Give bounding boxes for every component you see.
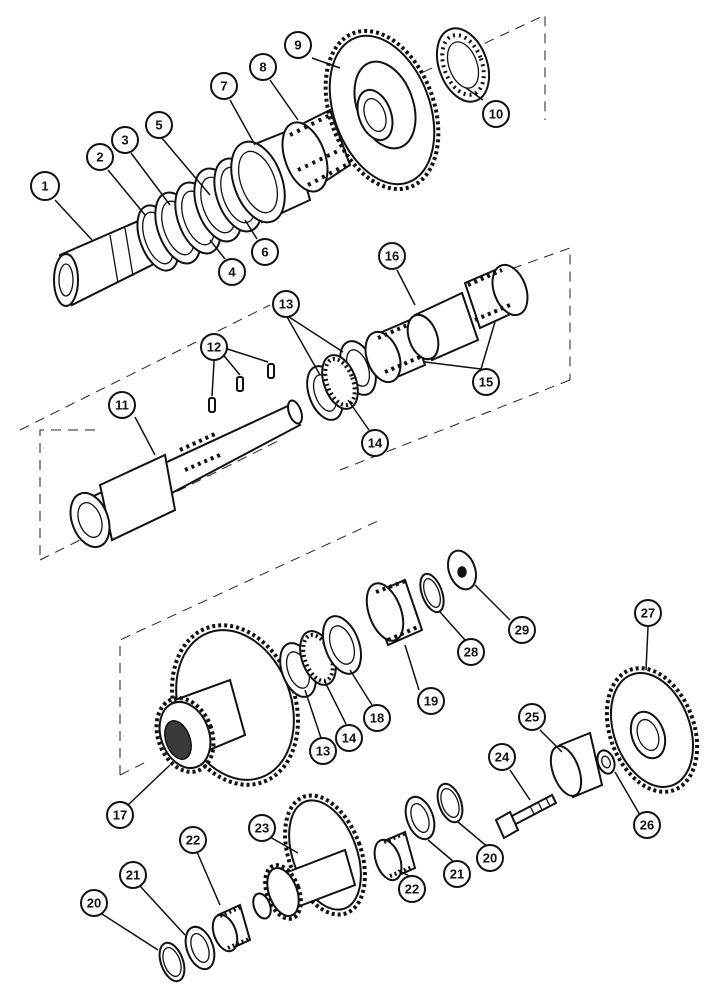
callout-28: 28 <box>457 638 485 666</box>
callout-5: 5 <box>145 111 173 139</box>
callout-20-left: 20 <box>80 889 108 917</box>
svg-text:13: 13 <box>316 744 330 759</box>
callout-13-upper: 13 <box>272 290 300 318</box>
callout-12: 12 <box>200 333 228 361</box>
callout-27: 27 <box>634 599 662 627</box>
svg-text:28: 28 <box>464 645 478 660</box>
svg-text:12: 12 <box>207 340 221 355</box>
svg-text:26: 26 <box>640 818 654 833</box>
callout-21-left: 21 <box>119 861 147 889</box>
svg-text:20: 20 <box>483 851 497 866</box>
svg-text:19: 19 <box>424 694 438 709</box>
callout-15: 15 <box>472 368 500 396</box>
svg-text:14: 14 <box>368 436 383 451</box>
part-28-snap-ring <box>419 572 445 614</box>
callout-17: 17 <box>106 801 134 829</box>
callout-13-lower: 13 <box>309 737 337 765</box>
part-12-pins <box>208 363 275 413</box>
part-26-washer <box>596 749 616 775</box>
svg-text:20: 20 <box>87 896 101 911</box>
callout-22-right: 22 <box>398 875 426 903</box>
callout-23: 23 <box>248 814 276 842</box>
callout-19: 19 <box>417 687 445 715</box>
svg-text:21: 21 <box>450 867 464 882</box>
svg-text:14: 14 <box>342 731 357 746</box>
part-21-cup-right <box>404 795 436 841</box>
svg-text:29: 29 <box>515 623 529 638</box>
part-24-bolt <box>494 793 558 840</box>
callout-9: 9 <box>284 31 312 59</box>
svg-text:18: 18 <box>370 711 384 726</box>
svg-text:1: 1 <box>41 179 48 194</box>
part-22-bearing-left <box>211 903 252 953</box>
callout-24: 24 <box>488 743 516 771</box>
svg-text:2: 2 <box>96 150 103 165</box>
part-20-snap-ring-right <box>436 782 464 824</box>
callout-2: 2 <box>86 143 114 171</box>
svg-text:5: 5 <box>155 118 162 133</box>
svg-text:3: 3 <box>121 133 128 148</box>
callout-10: 10 <box>482 100 510 128</box>
svg-text:9: 9 <box>294 38 301 53</box>
callout-14-upper: 14 <box>361 429 389 457</box>
part-20-snap-ring-left <box>158 941 186 983</box>
callout-25: 25 <box>518 703 546 731</box>
svg-text:10: 10 <box>489 107 503 122</box>
svg-text:21: 21 <box>126 868 140 883</box>
callout-16: 16 <box>378 242 406 270</box>
callout-29: 29 <box>508 616 536 644</box>
part-27-gear <box>604 666 700 794</box>
part-15-needle-bearings <box>364 263 529 384</box>
svg-text:6: 6 <box>261 245 268 260</box>
callout-4: 4 <box>218 258 246 286</box>
svg-text:16: 16 <box>385 249 399 264</box>
svg-text:8: 8 <box>259 60 266 75</box>
callout-20-right: 20 <box>476 844 504 872</box>
part-16-spacer <box>406 291 480 362</box>
part-17-cluster-gear <box>154 623 300 787</box>
part-23-pinion-shaft-gear <box>252 793 367 921</box>
callout-8: 8 <box>249 53 277 81</box>
callout-6: 6 <box>251 238 279 266</box>
callout-21-right: 21 <box>443 860 471 888</box>
part-21-cup-left <box>184 925 216 971</box>
svg-text:13: 13 <box>279 297 293 312</box>
part-29-cap <box>446 549 478 591</box>
callout-3: 3 <box>111 126 139 154</box>
svg-text:7: 7 <box>220 79 227 94</box>
svg-text:22: 22 <box>186 833 200 848</box>
callout-7: 7 <box>210 72 238 100</box>
svg-text:4: 4 <box>228 265 236 280</box>
callout-22-left: 22 <box>179 826 207 854</box>
callout-14-lower: 14 <box>335 724 363 752</box>
svg-text:11: 11 <box>115 398 129 413</box>
part-9-large-gear <box>323 28 441 192</box>
svg-text:27: 27 <box>641 606 655 621</box>
leader-lines <box>54 57 649 951</box>
callout-18: 18 <box>363 704 391 732</box>
callout-1: 1 <box>30 171 60 201</box>
svg-text:23: 23 <box>255 821 269 836</box>
part-14-needle-thrust-bearing <box>321 354 359 410</box>
part-19-tapered-bearing <box>365 578 424 647</box>
svg-text:25: 25 <box>525 710 539 725</box>
part-11-main-shaft <box>69 399 303 549</box>
svg-text:17: 17 <box>113 808 127 823</box>
part-10-bearing <box>435 27 491 103</box>
callout-11: 11 <box>108 391 136 419</box>
svg-text:24: 24 <box>495 750 510 765</box>
callout-26: 26 <box>633 811 661 839</box>
svg-text:15: 15 <box>479 375 493 390</box>
part-18-washer <box>322 615 362 675</box>
svg-text:22: 22 <box>405 882 419 897</box>
